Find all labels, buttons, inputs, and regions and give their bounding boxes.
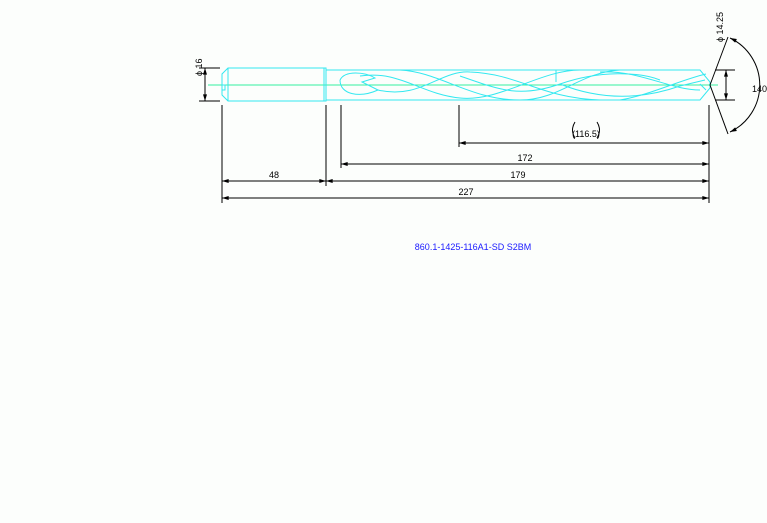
part-number-label: 860.1-1425-116A1-SD S2BM bbox=[415, 242, 531, 252]
dim-body-length: 179 bbox=[510, 170, 525, 180]
extension-lines bbox=[199, 36, 735, 203]
dim-usable-length: 172 bbox=[517, 153, 532, 163]
flute-paren bbox=[572, 121, 600, 139]
drill-body bbox=[326, 69, 711, 101]
dim-point-angle: 140° bbox=[752, 84, 767, 94]
dim-flute-length: (116.5) bbox=[572, 129, 600, 139]
dim-shank-length: 48 bbox=[269, 170, 279, 180]
dim-overall-length: 227 bbox=[458, 187, 473, 197]
drill-shank bbox=[221, 67, 327, 102]
dim-shank-diameter: ϕ 16 bbox=[194, 58, 204, 76]
dim-drill-diameter: ϕ 14.25 bbox=[715, 12, 725, 42]
dim-arc-point-angle bbox=[729, 37, 761, 133]
